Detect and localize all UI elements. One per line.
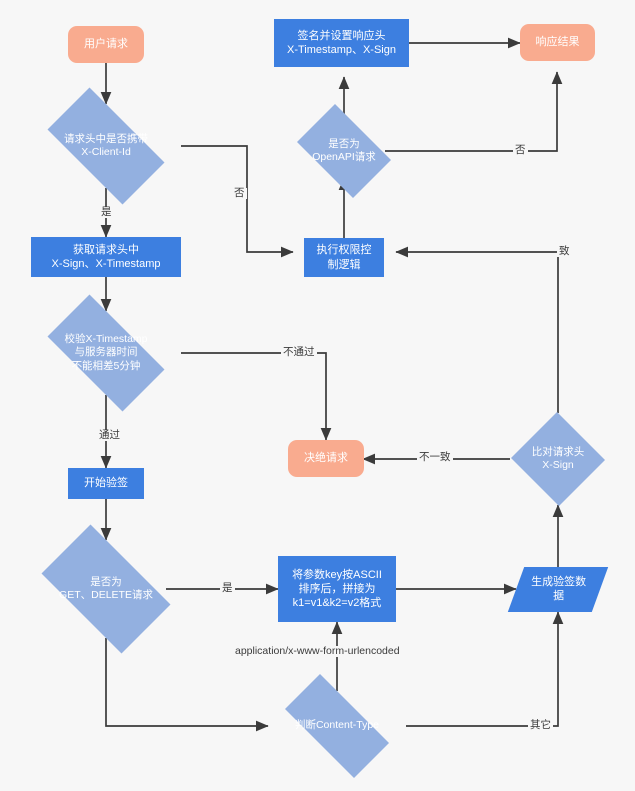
node-gen-sign-data-label: 生成验签数 据 [530, 576, 586, 603]
node-user-request-label: 用户请求 [84, 38, 128, 51]
node-get-headers[interactable]: 获取请求头中 X-Sign、X-Timestamp [31, 237, 181, 277]
edge-label-content-type-urlencoded: application/x-www-form-urlencoded [233, 645, 402, 657]
node-has-client-id[interactable]: 请求头中是否携带 X-Client-Id [31, 87, 181, 205]
node-start-verify-label: 开始验签 [84, 477, 128, 490]
node-start-verify[interactable]: 开始验签 [68, 468, 144, 499]
node-is-get-delete-label: 是否为 GET、DELETE请求 [59, 575, 153, 601]
edge-label-openapi-no: 否 [513, 144, 528, 156]
node-reject-request-label: 决绝请求 [304, 452, 348, 465]
edge-label-timestamp-pass: 通过 [97, 429, 122, 441]
edge-label-client-id-no: 否 [232, 187, 247, 199]
edge-label-client-id-yes: 是 [99, 206, 114, 218]
node-compare-sign-label: 比对请求头 X-Sign [531, 445, 585, 471]
node-response-result[interactable]: 响应结果 [520, 24, 595, 61]
node-sort-params[interactable]: 将参数key按ASCII 排序后，拼接为 k1=v1&k2=v2格式 [278, 556, 396, 622]
edge-openapi-no-to-response [385, 71, 563, 152]
node-has-client-id-label: 请求头中是否携带 X-Client-Id [64, 132, 148, 158]
node-auth-logic-label: 执行权限控 制逻辑 [316, 244, 372, 271]
node-gen-sign-data[interactable]: 生成验签数 据 [507, 567, 609, 612]
node-compare-sign[interactable]: 比对请求头 X-Sign [510, 412, 606, 506]
edge-label-timestamp-fail: 不通过 [281, 346, 317, 358]
edge-getdelete-no-to-contenttype [105, 638, 269, 732]
edge-label-sign-match: 致 [557, 245, 572, 257]
node-is-get-delete[interactable]: 是否为 GET、DELETE请求 [26, 524, 186, 654]
edge-clientid-no-to-auth [181, 145, 294, 258]
node-get-headers-label: 获取请求头中 X-Sign、X-Timestamp [51, 243, 161, 270]
node-sort-params-label: 将参数key按ASCII 排序后，拼接为 k1=v1&k2=v2格式 [292, 568, 382, 610]
node-sign-response-label: 签名并设置响应头 X-Timestamp、X-Sign [286, 29, 396, 56]
node-check-timestamp[interactable]: 校验X-Timestamp 与服务器时间 不能相差5分钟 [31, 294, 181, 412]
node-reject-request[interactable]: 决绝请求 [288, 440, 364, 477]
node-check-timestamp-label: 校验X-Timestamp 与服务器时间 不能相差5分钟 [64, 332, 148, 372]
node-response-result-label: 响应结果 [535, 36, 580, 49]
node-judge-content-type-label: 判断Content-Type [294, 719, 380, 732]
node-sign-response[interactable]: 签名并设置响应头 X-Timestamp、X-Sign [274, 19, 409, 67]
edge-label-sign-mismatch: 不一致 [417, 451, 453, 463]
edge-contenttype-other-to-gensign [406, 611, 564, 727]
node-user-request[interactable]: 用户请求 [68, 26, 144, 63]
edge-compare-match-to-auth [395, 246, 559, 413]
node-judge-content-type[interactable]: 判断Content-Type [268, 674, 406, 778]
node-is-openapi-label: 是否为 OpenAPI请求 [312, 137, 376, 163]
node-auth-logic[interactable]: 执行权限控 制逻辑 [304, 238, 384, 277]
node-is-openapi[interactable]: 是否为 OpenAPI请求 [288, 104, 400, 198]
edge-label-get-delete-yes: 是 [220, 582, 235, 594]
edge-label-content-type-other: 其它 [528, 719, 553, 731]
edge-checkts-fail-to-reject [181, 352, 332, 441]
